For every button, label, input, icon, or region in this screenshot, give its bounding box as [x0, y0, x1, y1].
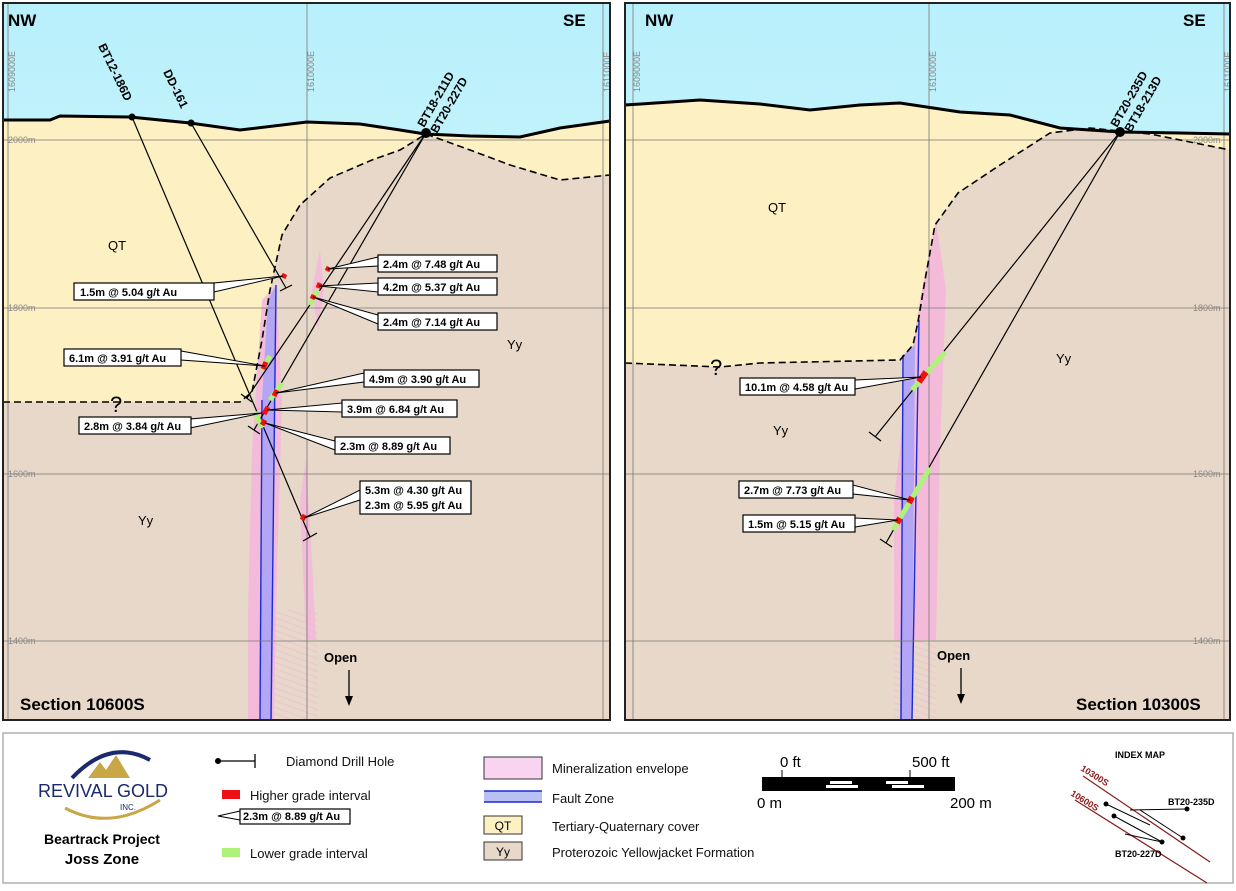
open-label: Open	[324, 650, 357, 665]
svg-text:INDEX MAP: INDEX MAP	[1115, 750, 1165, 760]
section-title: Section 10600S	[20, 695, 145, 714]
svg-text:1.5m @ 5.15 g/t Au: 1.5m @ 5.15 g/t Au	[748, 519, 845, 531]
geologic-contact	[3, 133, 611, 403]
legend-drill-hole: Diamond Drill Hole	[286, 754, 394, 769]
svg-text:4.9m @ 3.90 g/t Au: 4.9m @ 3.90 g/t Au	[369, 374, 466, 386]
unit-label-qt: QT	[768, 200, 786, 215]
svg-text:2.7m @ 7.73 g/t Au: 2.7m @ 7.73 g/t Au	[744, 485, 841, 497]
unknown-contact-mark: ?	[110, 392, 122, 417]
scale-bar: 0 ft 500 ft 0 m 200 m	[757, 754, 992, 812]
elevation-label: 1600m	[8, 469, 36, 479]
section-title: Section 10300S	[1076, 695, 1201, 714]
legend-envelope: Mineralization envelope	[552, 761, 689, 776]
svg-text:200 m: 200 m	[950, 795, 992, 812]
easting-label: 1611000E	[602, 52, 612, 92]
unit-label-yy: Yy	[1056, 351, 1072, 366]
easting-label: 1610000E	[928, 51, 938, 92]
unit-label-yy: Yy	[507, 337, 523, 352]
nw-label: NW	[8, 11, 37, 30]
easting-label: 1609000E	[7, 51, 17, 92]
zone-name: Joss Zone	[65, 851, 139, 868]
elevation-label: 1800m	[8, 303, 36, 313]
legend-intercept-example: 2.3m @ 8.89 g/t Au	[243, 811, 340, 823]
easting-label: 1610000E	[306, 51, 316, 92]
legend-fault: Fault Zone	[552, 791, 614, 806]
intercept-labels: 10.1m @ 4.58 g/t Au 2.7m @ 7.73 g/t Au 1…	[738, 376, 922, 533]
legend-yy-code: Yy	[496, 845, 510, 859]
unit-label-qt: QT	[108, 238, 126, 253]
easting-label: 1611000E	[1223, 52, 1233, 92]
svg-text:6.1m @ 3.91 g/t Au: 6.1m @ 3.91 g/t Au	[69, 353, 166, 365]
se-label: SE	[1183, 11, 1206, 30]
revival-gold-logo: REVIVAL GOLD INC.	[38, 750, 168, 820]
section-10300s: 1609000E 1610000E 1611000E 2000m 1800m 1…	[624, 2, 1233, 721]
elevation-label: 2000m	[8, 135, 36, 145]
section-10600s: 1609000E 1610000E 1611000E 2000m 1800m 1…	[2, 2, 612, 721]
intercept-labels: 1.5m @ 5.04 g/t Au 2.4m @ 7.48 g/t Au 4.…	[63, 254, 498, 519]
legend-qt-code: QT	[495, 819, 512, 833]
svg-text:BT20-235D: BT20-235D	[1168, 797, 1215, 807]
elevation-label: 1400m	[8, 636, 36, 646]
topographic-surface	[3, 114, 611, 139]
legend-qt: Tertiary-Quaternary cover	[552, 819, 700, 834]
svg-text:5.3m @ 4.30 g/t Au: 5.3m @ 4.30 g/t Au	[365, 485, 462, 497]
svg-text:REVIVAL GOLD: REVIVAL GOLD	[38, 781, 168, 801]
legend: REVIVAL GOLD INC. Beartrack Project Joss…	[2, 732, 1234, 884]
mineralization-envelope	[300, 460, 316, 640]
legend-yy: Proterozoic Yellowjacket Formation	[552, 845, 754, 860]
svg-text:2.4m @ 7.14 g/t Au: 2.4m @ 7.14 g/t Au	[383, 317, 480, 329]
elevation-label: 1400m	[1193, 636, 1221, 646]
unknown-contact-mark: ?	[710, 355, 722, 380]
svg-text:0 m: 0 m	[757, 795, 782, 812]
easting-label: 1609000E	[632, 51, 642, 92]
svg-text:1.5m @ 5.04 g/t Au: 1.5m @ 5.04 g/t Au	[80, 287, 177, 299]
svg-text:BT20-227D: BT20-227D	[1115, 849, 1162, 859]
project-name: Beartrack Project	[44, 831, 160, 847]
elevation-label: 1600m	[1193, 469, 1221, 479]
svg-text:4.2m @ 5.37 g/t Au: 4.2m @ 5.37 g/t Au	[383, 282, 480, 294]
legend-lower-grade: Lower grade interval	[250, 846, 368, 861]
legend-higher-grade: Higher grade interval	[250, 788, 371, 803]
svg-text:500 ft: 500 ft	[912, 754, 950, 771]
svg-text:2.8m @ 3.84 g/t Au: 2.8m @ 3.84 g/t Au	[84, 421, 181, 433]
svg-text:10.1m @ 4.58 g/t Au: 10.1m @ 4.58 g/t Au	[745, 382, 848, 394]
svg-text:2.3m @ 5.95 g/t Au: 2.3m @ 5.95 g/t Au	[365, 500, 462, 512]
svg-text:INC.: INC.	[120, 803, 136, 812]
se-label: SE	[563, 11, 586, 30]
elevation-label: 2000m	[1193, 135, 1221, 145]
unit-label-yy: Yy	[138, 513, 154, 528]
svg-text:0 ft: 0 ft	[780, 754, 802, 771]
elevation-label: 1800m	[1193, 303, 1221, 313]
unit-label-yy: Yy	[773, 423, 789, 438]
svg-text:2.4m @ 7.48 g/t Au: 2.4m @ 7.48 g/t Au	[383, 259, 480, 271]
svg-text:3.9m @ 6.84 g/t Au: 3.9m @ 6.84 g/t Au	[347, 404, 444, 416]
nw-label: NW	[645, 11, 674, 30]
svg-text:2.3m @ 8.89 g/t Au: 2.3m @ 8.89 g/t Au	[340, 441, 437, 453]
open-label: Open	[937, 648, 970, 663]
